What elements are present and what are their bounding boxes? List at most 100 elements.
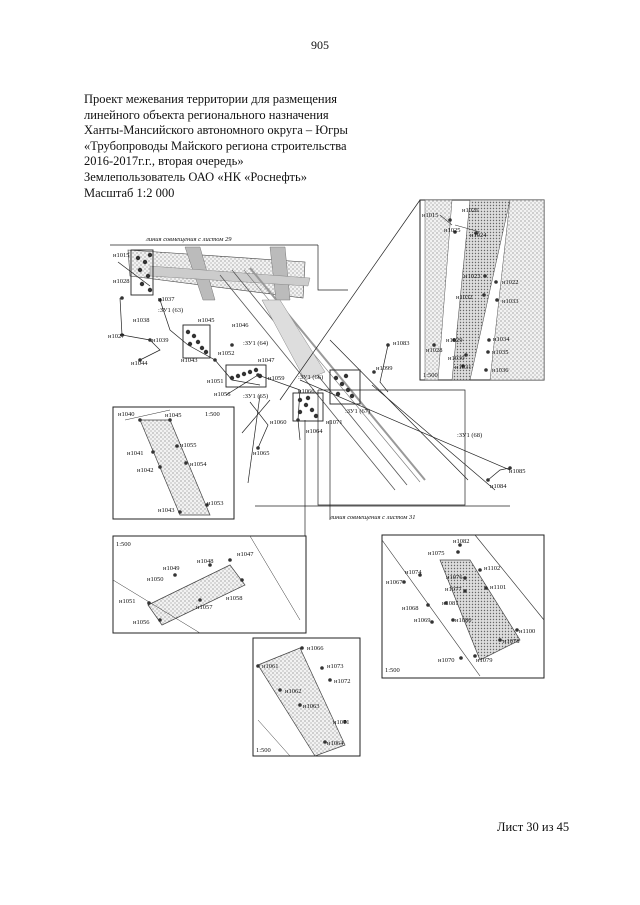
title-line: «Трубопроводы Майского региона строитель… — [84, 138, 347, 153]
point-label: н1030 — [448, 355, 464, 362]
point-label: :ЗУ1 (68) — [457, 432, 482, 439]
point-label: н1033 — [502, 298, 518, 305]
point-label: н1063 — [303, 703, 319, 710]
point-label: н1044 — [131, 360, 148, 367]
point-label: :ЗУ1 (67) — [345, 408, 370, 415]
point-label: н1056 — [133, 619, 150, 626]
point-label: н1084 — [490, 483, 507, 490]
point-label: н1053 — [207, 500, 223, 507]
point-label: н1056 — [214, 391, 231, 398]
page-number: 905 — [311, 38, 329, 52]
point-label: н1042 — [137, 467, 153, 474]
point-label: н1076 — [446, 574, 463, 581]
inset-bottom-center: н1066 н1073 н1061 н1072 н1062 н1063 н107… — [252, 637, 361, 757]
point-label: н1040 — [118, 411, 134, 418]
point-label: н1039 — [152, 337, 168, 344]
sheet-label: Лист 30 из 45 — [497, 820, 570, 834]
point-label: н1043 — [181, 357, 197, 364]
point-label: н1046 — [232, 322, 249, 329]
point-label: н1064 — [327, 740, 344, 747]
point-label: :ЗУ1 (64) — [243, 340, 268, 347]
point-label: 1:500 — [423, 372, 438, 379]
point-label: н1055 — [180, 442, 196, 449]
point-label: н1066 — [298, 388, 315, 395]
point-label: н1100 — [519, 628, 535, 635]
point-label: н1047 — [237, 551, 254, 558]
point-label: н1075 — [428, 550, 444, 557]
point-label: н1028 — [113, 278, 129, 285]
title-line: Ханты-Мансийского автономного округа – Ю… — [84, 123, 348, 138]
point-label: н1035 — [492, 349, 508, 356]
point-label: н1050 — [147, 576, 163, 583]
point-label: н1101 — [490, 584, 506, 591]
point-label: н1057 — [196, 604, 213, 611]
point-label: н1024 — [470, 232, 487, 239]
point-label: :ЗУ1 (63) — [158, 307, 183, 314]
point-label: н1032 — [456, 294, 472, 301]
point-label: н1022 — [502, 279, 518, 286]
inset-top-right: н1015 н1026 н1025 н1024 н1023 н1022 н103… — [419, 199, 545, 381]
point-label: н1027 — [108, 333, 125, 340]
document-title: Проект межевания территории для размещен… — [84, 92, 348, 201]
point-label: н1058 — [226, 595, 242, 602]
point-label: н1078 — [503, 638, 519, 645]
point-label: н1066 — [307, 645, 324, 652]
point-label: 1:500 — [385, 667, 400, 674]
main-map — [110, 199, 511, 633]
point-label: н1071 — [326, 419, 342, 426]
point-label: н1054 — [190, 461, 207, 468]
point-label: н1026 — [462, 207, 479, 214]
point-label: 1:500 — [256, 747, 271, 754]
point-label: н1074 — [405, 569, 422, 576]
point-label: н1037 — [158, 296, 175, 303]
combination-line-top-label: линия совмещения с листом 29 — [145, 236, 232, 243]
point-label: н1043 — [158, 507, 174, 514]
point-label: н1080 — [455, 617, 471, 624]
point-label: н1045 — [198, 317, 214, 324]
point-label: н1070 — [438, 657, 454, 664]
point-label: 1:500 — [116, 541, 131, 548]
inset-left: н1040 н1045 1:500 н1041 н1055 н1042 н105… — [112, 406, 235, 520]
point-label: н1077 — [445, 586, 462, 593]
point-label: н1023 — [464, 273, 480, 280]
point-label: н1099 — [376, 365, 392, 372]
inset-bottom-right: н1082 н1075 н1102 н1074 н1076 н1067 н107… — [381, 534, 545, 679]
point-label: н1041 — [127, 450, 143, 457]
point-label: н1083 — [393, 340, 409, 347]
detail-markers — [130, 249, 361, 422]
point-label: н1079 — [476, 657, 492, 664]
point-label: н1061 — [262, 663, 278, 670]
title-line: Проект межевания территории для размещен… — [84, 92, 338, 106]
point-label: 1:500 — [205, 411, 220, 418]
title-line: 2016-2017г.г., вторая очередь» — [84, 154, 244, 169]
point-label: н1067 — [386, 579, 403, 586]
point-label: н1015 — [113, 252, 129, 259]
main-map-labels: линия совмещения с листом 29 линия совме… — [108, 236, 525, 521]
point-label: н1036 — [492, 367, 509, 374]
point-label: н1034 — [493, 336, 510, 343]
point-label: н1048 — [197, 558, 213, 565]
point-clusters — [135, 252, 355, 419]
point-label: н1102 — [484, 565, 500, 572]
point-label: н1085 — [509, 468, 525, 475]
point-label: :ЗУ1 (65) — [243, 393, 268, 400]
point-label: н1068 — [402, 605, 418, 612]
inset-bottom-left: 1:500 н1048 н1047 н1049 н1050 н1058 н105… — [112, 535, 307, 634]
point-label: н1081 — [442, 600, 458, 607]
point-label: н1038 — [133, 317, 149, 324]
point-label: н1051 — [119, 598, 135, 605]
point-label: н1072 — [334, 678, 350, 685]
point-label: н1049 — [163, 565, 179, 572]
combination-line-bottom-label: линия совмещения с листом 31 — [329, 514, 416, 521]
point-label: н1015 — [422, 212, 438, 219]
point-label: н1059 — [268, 375, 284, 382]
point-label: н1052 — [218, 350, 234, 357]
point-label: н1029 — [446, 337, 462, 344]
point-label: н1028 — [426, 347, 442, 354]
title-line: линейного объекта регионального назначен… — [84, 107, 329, 122]
point-label: н1047 — [258, 357, 275, 364]
point-label: н1073 — [327, 663, 343, 670]
point-label: н1064 — [306, 428, 323, 435]
point-label: н1060 — [270, 419, 286, 426]
